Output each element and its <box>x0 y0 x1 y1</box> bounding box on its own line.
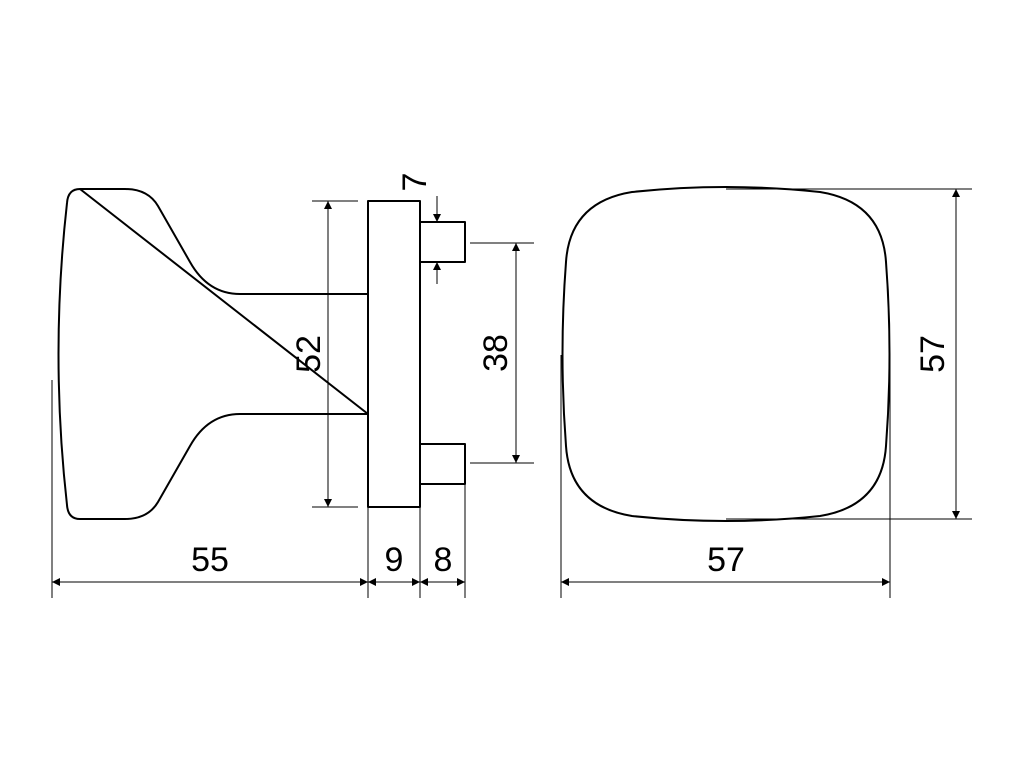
pin-bottom <box>419 443 466 485</box>
dim-text-55: 55 <box>191 541 229 579</box>
dim-text-57-width: 57 <box>707 541 745 579</box>
knob-front-outline <box>561 186 891 522</box>
dim-text-9: 9 <box>385 541 404 579</box>
dim-text-38: 38 <box>477 334 515 372</box>
side-view: 55 9 8 52 38 7 <box>51 173 534 598</box>
front-view: 57 57 <box>560 186 972 598</box>
dim-text-57-height: 57 <box>914 335 952 373</box>
pin-top <box>419 221 466 263</box>
knob-side-profile <box>57 188 369 520</box>
dim-text-52: 52 <box>290 335 328 373</box>
rose-plate <box>367 200 421 508</box>
dim-text-8: 8 <box>434 541 453 579</box>
dim-text-7: 7 <box>396 173 434 192</box>
